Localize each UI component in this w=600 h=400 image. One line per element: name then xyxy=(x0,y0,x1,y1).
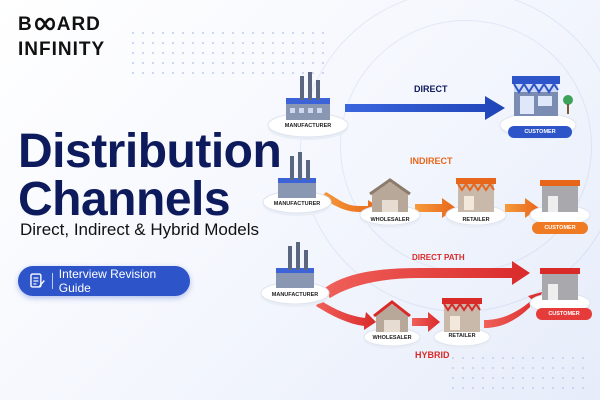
manufacturer-label: MANUFACTURER xyxy=(273,201,321,207)
brand-infinity: INFINITY xyxy=(18,39,106,60)
hybrid-label: HYBRID xyxy=(415,350,450,360)
customer-label: CUSTOMER xyxy=(544,225,576,231)
wholesaler-node xyxy=(359,178,421,228)
wholesaler-label: WHOLESALER xyxy=(372,335,412,341)
page-title-line1: Distribution xyxy=(18,125,282,178)
customer-tag xyxy=(508,126,572,138)
wholesaler-node xyxy=(363,300,421,349)
hybrid-direct-arrow xyxy=(322,261,530,298)
brand-letters: ARD xyxy=(56,14,101,35)
customer-tag xyxy=(536,308,592,320)
hybrid-indirect-arrows xyxy=(316,292,542,332)
manufacturer-label: MANUFACTURER xyxy=(271,292,319,298)
direct-arrow xyxy=(345,96,505,120)
customer-label: CUSTOMER xyxy=(548,311,580,317)
brand-letter-b: B xyxy=(18,14,33,35)
revision-guide-pill[interactable]: Interview Revision Guide xyxy=(18,266,190,296)
customer-tag xyxy=(532,222,588,234)
manufacturer-node xyxy=(262,152,332,216)
customer-label: CUSTOMER xyxy=(524,129,556,135)
dot-pattern xyxy=(451,356,585,390)
pill-divider xyxy=(51,273,53,289)
page-title-line2: Channels xyxy=(18,173,231,226)
pill-label: Interview Revision Guide xyxy=(58,267,157,295)
infinity-icon xyxy=(34,17,56,31)
direct-label: DIRECT xyxy=(414,84,448,94)
wholesaler-label: WHOLESALER xyxy=(370,217,410,223)
retailer-node xyxy=(433,298,491,349)
customer-store-node xyxy=(529,180,591,228)
retailer-label: RETAILER xyxy=(448,333,476,339)
brand-logo: B ARD xyxy=(18,14,101,36)
manufacturer-label: MANUFACTURER xyxy=(284,123,332,129)
page-subtitle: Direct, Indirect & Hybrid Models xyxy=(20,220,260,239)
document-pencil-icon xyxy=(30,273,45,288)
dot-pattern xyxy=(131,31,325,75)
direct-path-label: DIRECT PATH xyxy=(412,253,465,262)
manufacturer-node xyxy=(267,72,349,140)
manufacturer-node xyxy=(260,242,330,307)
indirect-label: INDIRECT xyxy=(410,156,453,166)
retailer-node xyxy=(445,178,507,228)
retailer-label: RETAILER xyxy=(462,217,490,223)
